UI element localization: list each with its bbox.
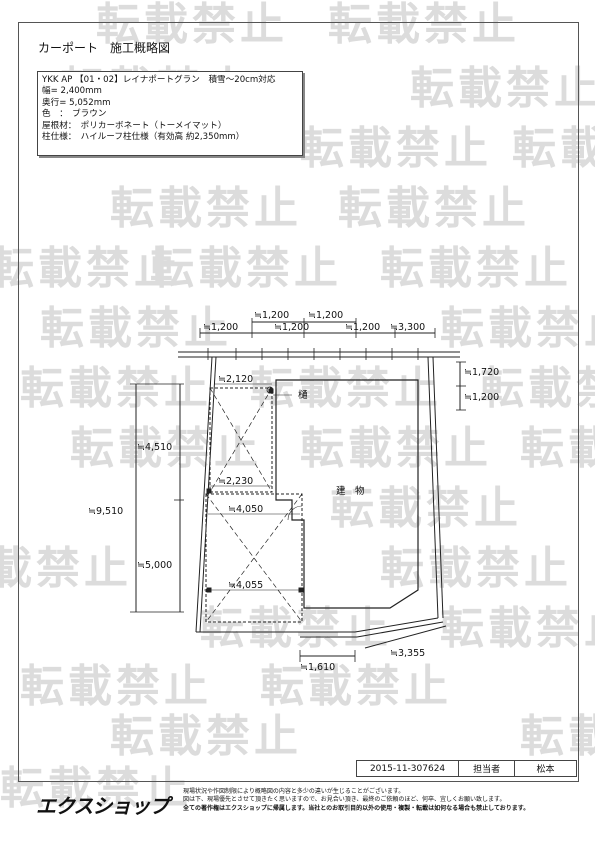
gutter-label: 樋 — [298, 389, 308, 401]
doc-info-table: 2015-11-307624 担当者 松本 — [356, 760, 577, 777]
dim-inner-4: ≒4,055 — [228, 580, 263, 591]
dim-inner-2: ≒2,230 — [218, 476, 253, 487]
person-name: 松本 — [536, 765, 555, 775]
dim-top-lower-3: ≒1,200 — [345, 322, 380, 333]
spec-box: YKK AP 【01・02】レイナポートグラン 積雪～20cm対応 幅= 2,4… — [37, 71, 303, 156]
copyright-note: 全ての著作権はエクスショップに帰属します。当社とのお取引目的以外の使用・複製・転… — [183, 804, 530, 812]
spec-line-depth: 奥行= 5,052mm — [42, 97, 111, 108]
dim-left-3: ≒5,000 — [137, 560, 172, 571]
dim-right-2: ≒1,200 — [464, 392, 499, 403]
dim-inner-3: ≒4,050 — [228, 504, 263, 515]
dim-top-lower-1: ≒1,200 — [203, 322, 238, 333]
drawing-frame — [18, 22, 579, 782]
dim-top-lower-4: ≒3,300 — [390, 322, 425, 333]
spec-line-pillar: 柱仕様： ハイルーフ柱仕様（有効高 約2,350mm） — [42, 132, 245, 143]
spec-line-roof: 屋根材： ポリカーボネート（トーメイマット） — [42, 120, 227, 131]
dim-bottom-1: ≒1,610 — [300, 662, 335, 673]
dim-right-1: ≒1,720 — [464, 367, 499, 378]
dim-inner-1: ≒2,120 — [218, 374, 253, 385]
dim-left-1: ≒4,510 — [137, 442, 172, 453]
company-logo: エクスショップ — [36, 794, 169, 818]
dim-left-2: ≒9,510 — [88, 506, 123, 517]
dim-top-upper-1: ≒1,200 — [254, 310, 289, 321]
page-title: カーポート 施工概略図 — [38, 41, 171, 55]
dim-top-upper-2: ≒1,200 — [308, 310, 343, 321]
spec-line-width: 幅= 2,400mm — [42, 86, 102, 97]
footer-notes: 現場状況や作図制限により概略図の内容と多少の違いが生じることがございます。 図は… — [183, 788, 563, 813]
spec-line-color: 色 ： ブラウン — [42, 109, 107, 120]
building-label: 建 物 — [336, 485, 365, 497]
doc-number: 2015-11-307624 — [357, 761, 460, 776]
dim-bottom-2: ≒3,355 — [390, 648, 425, 659]
note-line-1: 現場状況や作図制限により概略図の内容と多少の違いが生じることがございます。 — [183, 788, 405, 795]
spec-line-product: YKK AP 【01・02】レイナポートグラン 積雪～20cm対応 — [42, 75, 276, 85]
note-line-2: 図は下、現場優先とさせて頂きたく思いますので、お見合い頂き、最終のご依頼のほど、… — [183, 796, 506, 804]
dim-top-lower-2: ≒1,200 — [274, 322, 309, 333]
person-label: 担当者 — [459, 761, 516, 776]
